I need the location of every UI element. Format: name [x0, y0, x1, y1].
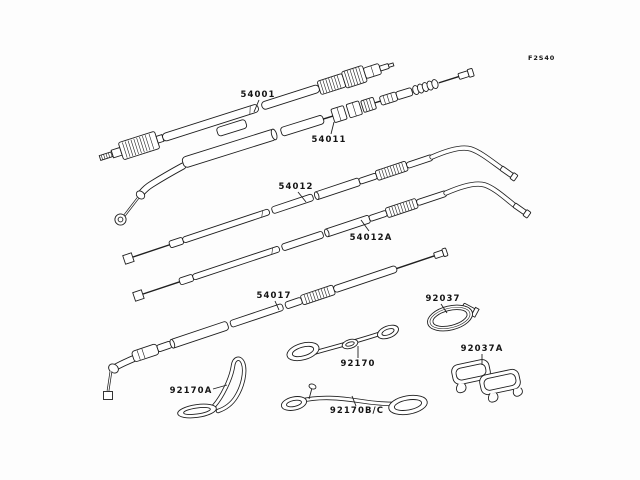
leader-92037 [440, 303, 448, 314]
band-92170a [177, 356, 247, 419]
leader-92170bc [351, 395, 357, 407]
label-54017: 54017 [256, 291, 291, 301]
leader-54012a [360, 219, 370, 232]
label-54011: 54011 [311, 135, 346, 145]
cable-54012a [132, 181, 532, 302]
cable-54001 [98, 62, 395, 161]
label-92037: 92037 [425, 294, 460, 304]
label-92170: 92170 [340, 359, 375, 369]
leader-92170a [212, 384, 228, 390]
label-92037a: 92037A [461, 344, 504, 354]
label-54001: 54001 [240, 90, 275, 100]
leader-54017 [274, 300, 280, 311]
leader-54001 [253, 99, 260, 113]
label-54012a: 54012A [350, 233, 393, 243]
leader-54012 [297, 191, 307, 203]
label-54012: 54012 [278, 182, 313, 192]
leader-54011 [330, 121, 335, 135]
band-92170bc [280, 383, 428, 416]
cable-54011 [114, 68, 475, 226]
clamp-92037a [451, 359, 523, 403]
figure-code: F2S40 [528, 54, 555, 62]
clamp-92037 [427, 302, 480, 332]
label-92170a: 92170A [170, 386, 213, 396]
band-92170 [286, 324, 399, 362]
label-92170bc: 92170B/C [330, 406, 384, 416]
cable-54012 [122, 145, 519, 265]
cable-54017 [103, 247, 449, 400]
